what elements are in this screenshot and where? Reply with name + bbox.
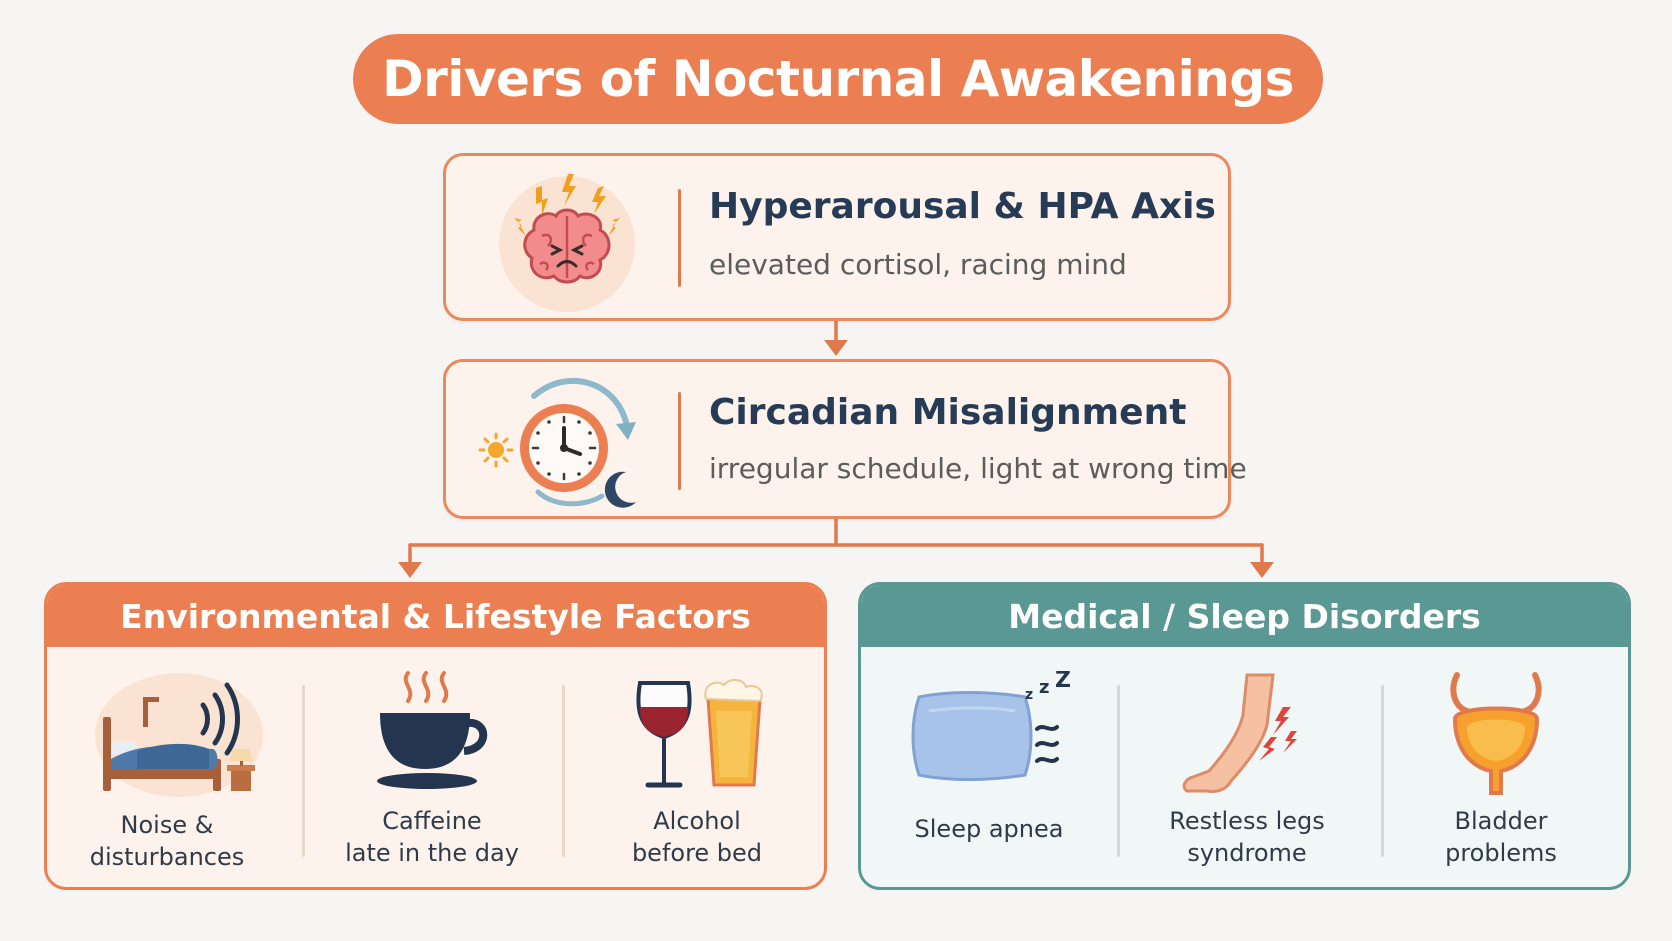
card-divider	[678, 189, 681, 287]
clock-sun-moon-icon	[478, 377, 636, 508]
environmental-panel: Environmental & Lifestyle Factors Noise …	[44, 582, 827, 890]
hyperarousal-title: Hyperarousal & HPA Axis	[709, 186, 1216, 227]
pillow-snore-icon: z z Z	[911, 671, 1071, 781]
stressed-brain-icon	[499, 174, 635, 312]
arrow-to-environmental	[398, 562, 422, 578]
bladder-icon	[1450, 672, 1542, 795]
svg-text:Z: Z	[1055, 671, 1071, 693]
circadian-subtitle: irregular schedule, light at wrong time	[709, 452, 1247, 485]
column-divider	[1117, 685, 1120, 857]
arrow-to-medical	[1250, 562, 1274, 578]
medical-panel: Medical / Sleep Disorders z z Z Sleep ap…	[858, 582, 1631, 890]
noise-label: Noise & disturbances	[89, 811, 245, 871]
column-divider	[1381, 685, 1384, 857]
bladder-label: Bladder problems	[1445, 807, 1557, 867]
card-divider	[678, 392, 681, 490]
hyperarousal-subtitle: elevated cortisol, racing mind	[709, 248, 1127, 281]
caffeine-label: Caffeine late in the day	[345, 807, 519, 867]
restless-leg-icon	[1182, 673, 1297, 793]
restless-legs-label: Restless legs syndrome	[1169, 807, 1325, 867]
sleep-apnea-label: Sleep apnea	[914, 815, 1064, 843]
bed-noise-icon	[95, 673, 263, 797]
arrow-to-circadian	[824, 340, 848, 356]
alcohol-label: Alcohol before bed	[631, 807, 763, 867]
medical-header: Medical / Sleep Disorders	[861, 585, 1628, 647]
environmental-header: Environmental & Lifestyle Factors	[47, 585, 824, 647]
title-banner: Drivers of Nocturnal Awakenings	[353, 34, 1323, 124]
column-divider	[562, 685, 565, 857]
circadian-title: Circadian Misalignment	[709, 392, 1187, 433]
circadian-card: Circadian Misalignment irregular schedul…	[443, 359, 1247, 519]
svg-text:z: z	[1025, 687, 1033, 703]
page-title: Drivers of Nocturnal Awakenings	[382, 50, 1294, 108]
column-divider	[302, 685, 305, 857]
wine-beer-icon	[636, 679, 763, 788]
coffee-cup-icon	[377, 671, 488, 789]
hyperarousal-card: Hyperarousal & HPA Axis elevated cortiso…	[443, 153, 1231, 321]
svg-text:z: z	[1039, 677, 1049, 698]
